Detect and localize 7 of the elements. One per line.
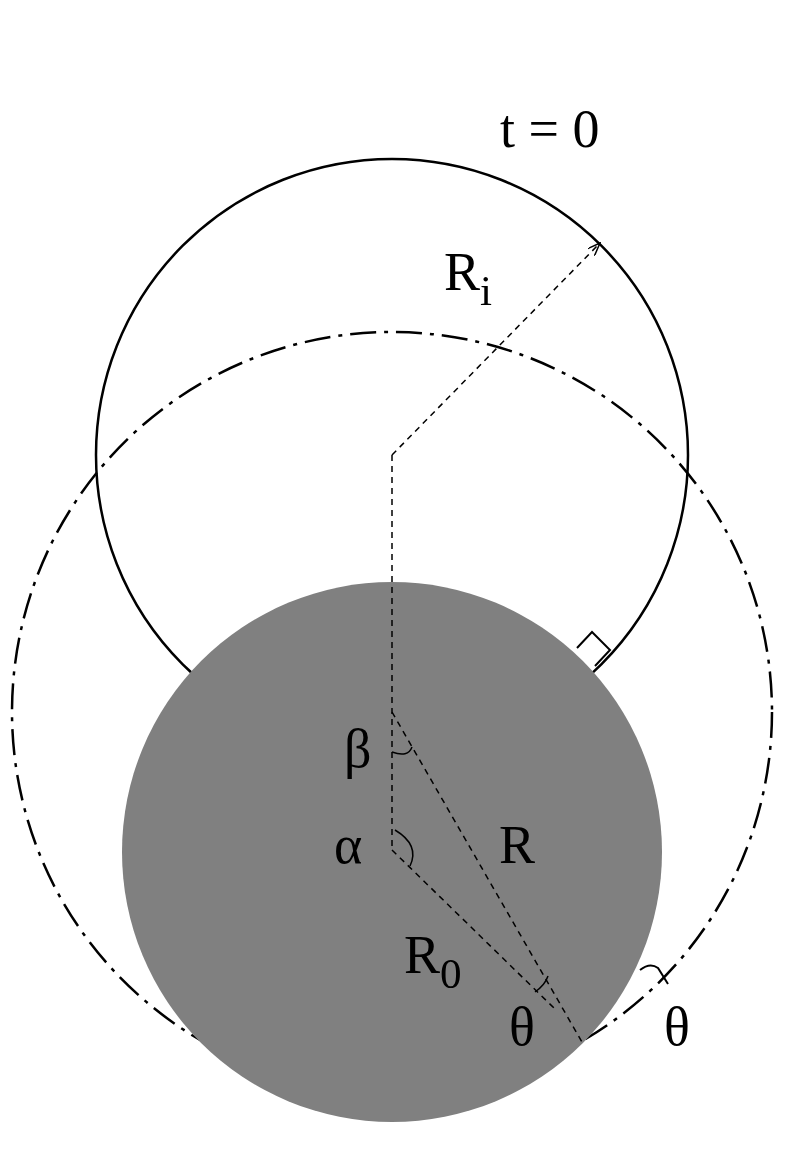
math-label: θ	[664, 1000, 690, 1054]
math-label: t = 0	[500, 102, 600, 156]
math-label: R	[499, 818, 536, 872]
math-label: α	[334, 818, 363, 872]
math-label: R$_{i}$	[444, 245, 493, 313]
math-label: θ	[509, 1000, 535, 1054]
math-label: R$_{0}$	[404, 928, 462, 996]
